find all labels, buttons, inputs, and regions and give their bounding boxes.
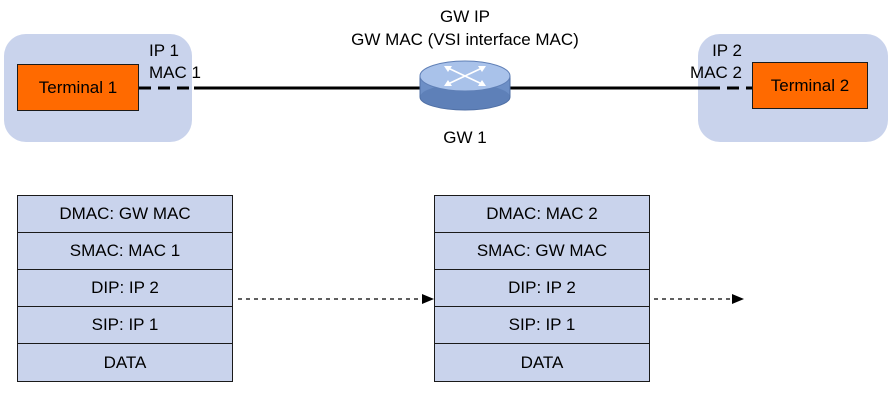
flow-arrow-2-head xyxy=(732,294,744,304)
packet-before-field: SIP: IP 1 xyxy=(18,307,232,344)
packet-after-field: SMAC: GW MAC xyxy=(435,233,649,270)
gw-mac-label: GW MAC (VSI interface MAC) xyxy=(351,30,579,49)
packet-before-field: DIP: IP 2 xyxy=(18,270,232,307)
terminal1-ip: IP 1 xyxy=(149,41,179,60)
terminal1-mac: MAC 1 xyxy=(149,63,201,82)
router-icon xyxy=(419,60,511,111)
terminal1-name: Terminal 1 xyxy=(38,77,118,97)
gw-ip-label: GW IP xyxy=(439,7,491,26)
packet-after: DMAC: MAC 2 SMAC: GW MAC DIP: IP 2 SIP: … xyxy=(434,195,650,382)
packet-after-field: DIP: IP 2 xyxy=(435,270,649,307)
packet-before-field: DMAC: GW MAC xyxy=(18,196,232,233)
terminal2-ip: IP 2 xyxy=(712,41,742,60)
terminal1-box: Terminal 1 xyxy=(17,64,139,111)
packet-after-field: SIP: IP 1 xyxy=(435,307,649,344)
terminal2-box: Terminal 2 xyxy=(752,62,868,109)
terminal2-name: Terminal 2 xyxy=(770,75,850,95)
packet-before-field: DATA xyxy=(103,352,147,372)
terminal2-mac: MAC 2 xyxy=(690,63,742,82)
packet-before: DMAC: GW MAC SMAC: MAC 1 DIP: IP 2 SIP: … xyxy=(17,195,233,382)
packet-before-field: SMAC: MAC 1 xyxy=(18,233,232,270)
gw-name: GW 1 xyxy=(443,128,487,147)
packet-after-field: DATA xyxy=(520,352,564,372)
packet-after-field: DMAC: MAC 2 xyxy=(435,196,649,233)
flow-arrow-1-head xyxy=(422,294,434,304)
